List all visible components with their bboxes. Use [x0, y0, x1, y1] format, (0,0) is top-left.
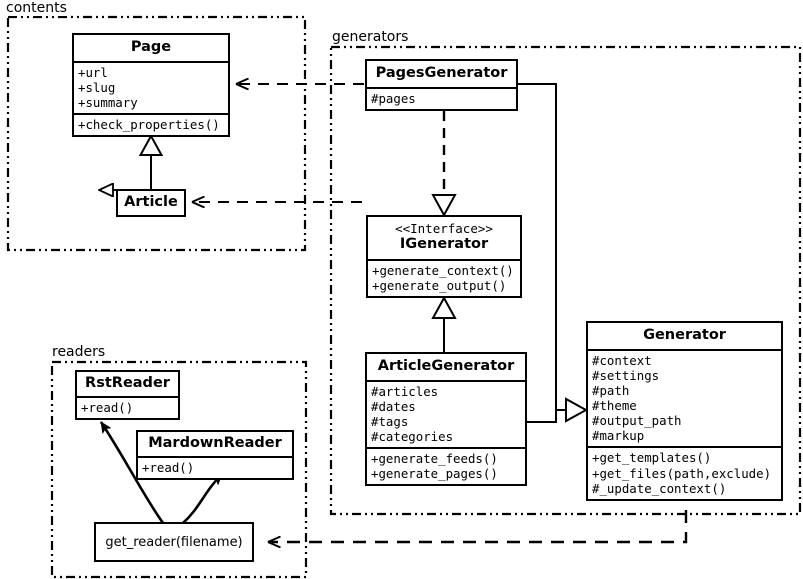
attribute: #tags	[371, 413, 409, 429]
package-label-contents: contents	[4, 0, 69, 16]
package-label-readers: readers	[50, 344, 108, 360]
class-methods-articlegenerator: +generate_feeds() +generate_pages()	[367, 447, 525, 484]
attribute: #context	[592, 352, 652, 368]
class-box-mardownreader[interactable]: MardownReader +read()	[136, 430, 294, 480]
attribute: #settings	[592, 367, 660, 383]
package-label-generators: generators	[330, 29, 411, 45]
attribute: #theme	[592, 398, 637, 414]
class-attributes-articlegenerator: #articles #dates #tags #categories	[367, 379, 525, 448]
class-name-article: Article	[124, 194, 178, 210]
method: +get_files(path,exclude)	[592, 465, 772, 481]
class-name-mardownreader: MardownReader	[148, 435, 282, 451]
method: +generate_output()	[372, 277, 507, 293]
function-box-get-reader[interactable]: get_reader(filename)	[94, 522, 254, 562]
method: +generate_feeds()	[371, 451, 498, 467]
edge-generator-to-getreader	[268, 510, 688, 542]
class-header-igenerator: <<Interface>> IGenerator	[368, 217, 520, 259]
class-box-igenerator[interactable]: <<Interface>> IGenerator +generate_conte…	[366, 215, 522, 298]
package-frame-contents	[6, 15, 307, 252]
method: +read()	[81, 399, 134, 415]
class-methods-igenerator: +generate_context() +generate_output()	[368, 258, 520, 296]
method: +read()	[142, 459, 195, 475]
class-name-articlegenerator: ArticleGenerator	[377, 358, 515, 374]
method: #_update_context()	[592, 480, 727, 496]
class-box-page[interactable]: Page +url +slug +summary +check_properti…	[72, 33, 230, 138]
attribute: #path	[592, 382, 630, 398]
edge-pagesgenerator-to-generator	[518, 83, 557, 410]
method: +get_templates()	[592, 450, 712, 466]
class-name-page: Page	[130, 39, 172, 55]
attribute: #articles	[371, 383, 439, 399]
method: +generate_context()	[372, 262, 514, 278]
edge-getreader-to-mardownreader	[181, 473, 223, 525]
attribute: +url	[78, 64, 108, 80]
class-name-generator: Generator	[643, 327, 726, 343]
class-box-rstreader[interactable]: RstReader +read()	[75, 370, 180, 420]
function-label-get-reader: get_reader(filename)	[105, 534, 243, 550]
attribute: #categories	[371, 429, 454, 445]
class-attributes-pagesgenerator: #pages	[367, 86, 516, 109]
class-methods-generator: +get_templates() +get_files(path,exclude…	[588, 446, 781, 498]
class-box-generator[interactable]: Generator #context #settings #path #them…	[586, 321, 783, 501]
attribute: +slug	[78, 79, 116, 95]
edge-articlegenerator-to-generator	[527, 410, 557, 423]
attribute: #dates	[371, 398, 416, 414]
class-methods-page: +check_properties()	[74, 113, 228, 135]
edge-getreader-to-rstreader	[99, 421, 165, 524]
package-frame-readers	[50, 360, 308, 579]
class-stereotype-igenerator: <<Interface>>	[395, 221, 493, 236]
class-box-articlegenerator[interactable]: ArticleGenerator #articles #dates #tags …	[365, 352, 527, 487]
class-box-article[interactable]: Article	[116, 189, 186, 217]
class-name-pagesgenerator: PagesGenerator	[375, 65, 508, 81]
method: +check_properties()	[78, 117, 220, 133]
class-box-pagesgenerator[interactable]: PagesGenerator #pages	[365, 59, 518, 111]
attribute: #output_path	[592, 413, 682, 429]
class-attributes-page: +url +slug +summary	[74, 60, 228, 113]
class-methods-mardownreader: +read()	[138, 455, 292, 478]
attribute: #markup	[592, 428, 645, 444]
class-name-igenerator: IGenerator	[399, 236, 489, 252]
attribute: #pages	[371, 90, 416, 106]
class-methods-rstreader: +read()	[77, 395, 178, 418]
attribute: +summary	[78, 94, 138, 110]
method: +generate_pages()	[371, 466, 498, 482]
class-name-rstreader: RstReader	[85, 375, 170, 391]
class-attributes-generator: #context #settings #path #theme #output_…	[588, 348, 781, 447]
